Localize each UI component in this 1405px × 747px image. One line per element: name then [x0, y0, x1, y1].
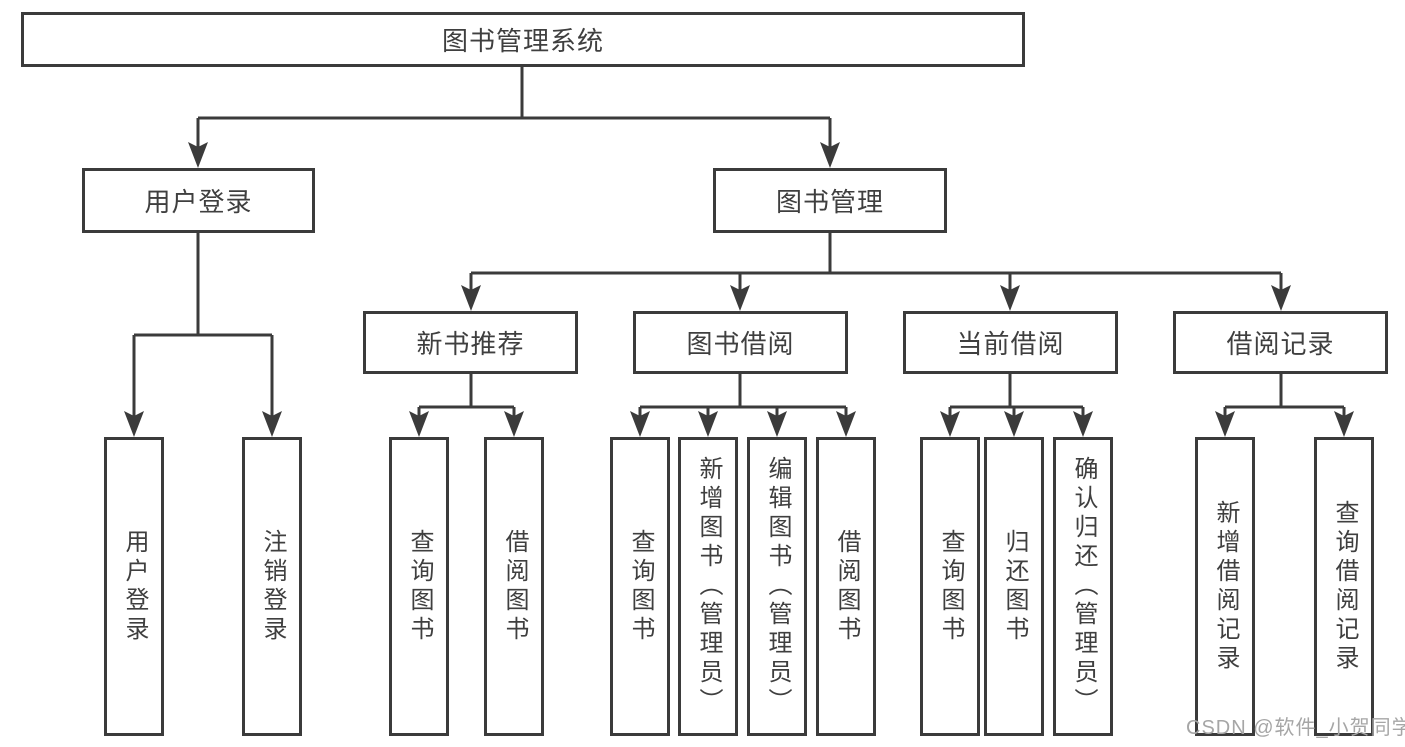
leaf-query-borrow-record: 查询借阅记录 [1314, 437, 1374, 736]
leaf-borrow-book-2: 借阅图书 [816, 437, 876, 736]
arrow-down-icon [698, 411, 718, 437]
leaf-confirm-return-admin: 确认归还（管理员） [1053, 437, 1113, 736]
edge-borrow-records-branch [1223, 374, 1346, 416]
arrow-down-icon [836, 411, 856, 437]
arrow-down-icon [1334, 411, 1354, 437]
arrow-down-icon [820, 142, 840, 168]
arrow-down-icon [188, 142, 208, 168]
arrow-down-icon [767, 411, 787, 437]
node-borrow-records-label: 借阅记录 [1226, 329, 1335, 359]
edge-book-mgmt-branch [469, 233, 1283, 290]
leaf-return-book-label: 归还图书 [1001, 528, 1028, 645]
watermark: CSDN @软件_小贺同学 [1186, 717, 1405, 739]
arrow-down-icon [1000, 285, 1020, 311]
arrow-down-icon [940, 411, 960, 437]
leaf-logout-label: 注销登录 [259, 528, 286, 645]
tree-edges [132, 67, 1346, 416]
edge-book-borrow-branch [638, 374, 848, 416]
arrow-down-icons [124, 142, 1354, 437]
leaf-confirm-return-admin-label: 确认归还（管理员） [1070, 456, 1097, 717]
leaf-user-login-label: 用户登录 [121, 528, 148, 645]
node-book-management: 图书管理 [713, 168, 947, 233]
leaf-query-book-3-label: 查询图书 [937, 528, 964, 645]
arrow-down-icon [461, 285, 481, 311]
leaf-add-book-admin-label: 新增图书（管理员） [695, 456, 722, 717]
node-root: 图书管理系统 [21, 12, 1025, 67]
node-borrow-records: 借阅记录 [1173, 311, 1388, 374]
leaf-borrow-book-1: 借阅图书 [484, 437, 544, 736]
arrow-down-icon [730, 285, 750, 311]
leaf-query-book-3: 查询图书 [920, 437, 980, 736]
node-current-borrow: 当前借阅 [903, 311, 1118, 374]
edge-user-login-branch [132, 233, 274, 416]
node-current-borrow-label: 当前借阅 [956, 329, 1065, 359]
arrow-down-icon [1215, 411, 1235, 437]
leaf-query-book-1: 查询图书 [389, 437, 449, 736]
leaf-add-borrow-record: 新增借阅记录 [1195, 437, 1255, 736]
node-user-login: 用户登录 [82, 168, 315, 233]
leaf-borrow-book-2-label: 借阅图书 [833, 528, 860, 645]
arrow-down-icon [1073, 411, 1093, 437]
leaf-edit-book-admin-label: 编辑图书（管理员） [764, 456, 791, 717]
arrow-down-icon [124, 411, 144, 437]
leaf-query-borrow-record-label: 查询借阅记录 [1331, 499, 1358, 674]
leaf-return-book: 归还图书 [984, 437, 1044, 736]
arrow-down-icon [1271, 285, 1291, 311]
node-book-management-label: 图书管理 [775, 187, 884, 217]
leaf-borrow-book-1-label: 借阅图书 [501, 528, 528, 645]
leaf-add-book-admin: 新增图书（管理员） [678, 437, 738, 736]
edge-new-book-rec-branch [417, 374, 516, 416]
node-book-borrow-label: 图书借阅 [686, 329, 795, 359]
leaf-edit-book-admin: 编辑图书（管理员） [747, 437, 807, 736]
leaf-logout: 注销登录 [242, 437, 302, 736]
edge-current-borrow-branch [948, 374, 1085, 416]
leaf-add-borrow-record-label: 新增借阅记录 [1212, 499, 1239, 674]
node-new-book-recommend-label: 新书推荐 [416, 329, 525, 359]
node-root-label: 图书管理系统 [441, 26, 604, 56]
arrow-down-icon [262, 411, 282, 437]
node-book-borrow: 图书借阅 [633, 311, 848, 374]
leaf-query-book-1-label: 查询图书 [406, 528, 433, 645]
arrow-down-icon [630, 411, 650, 437]
leaf-query-book-2-label: 查询图书 [627, 528, 654, 645]
arrow-down-icon [1004, 411, 1024, 437]
node-user-login-label: 用户登录 [144, 187, 253, 217]
arrow-down-icon [504, 411, 524, 437]
node-new-book-recommend: 新书推荐 [363, 311, 578, 374]
edge-root-trunk [196, 67, 832, 147]
leaf-user-login: 用户登录 [104, 437, 164, 736]
arrow-down-icon [409, 411, 429, 437]
leaf-query-book-2: 查询图书 [610, 437, 670, 736]
